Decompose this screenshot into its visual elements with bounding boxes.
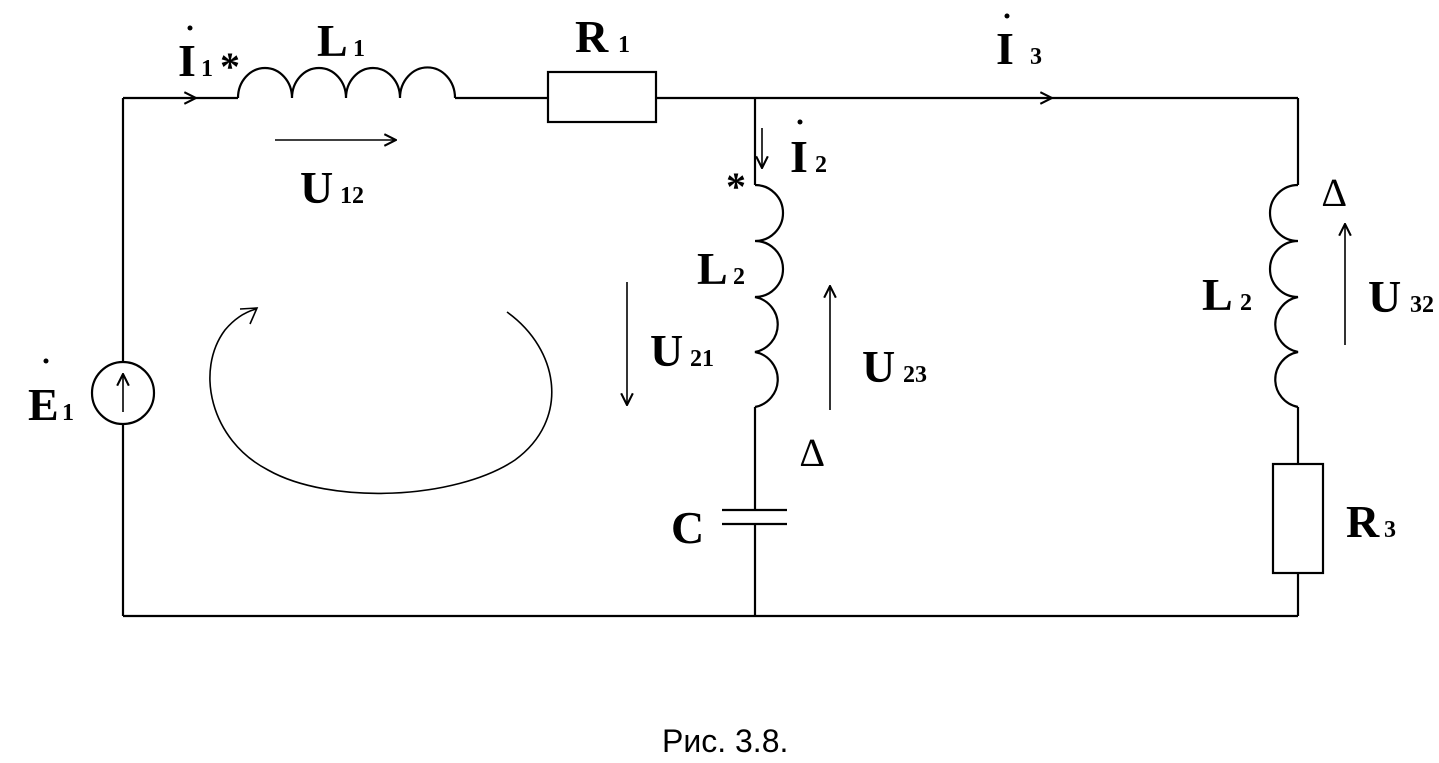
inductor-l2-middle	[754, 183, 785, 409]
label-i1-star: *	[220, 44, 240, 89]
label-u32-main: U	[1368, 271, 1401, 322]
dot-mark	[1004, 13, 1010, 19]
label-r1-main: R	[575, 11, 609, 62]
label-i2: I 2	[790, 119, 827, 182]
inductor-l2-right	[1268, 183, 1299, 409]
label-i1-main: I	[178, 35, 196, 86]
label-r3-main: R	[1346, 496, 1380, 547]
dot-mark	[187, 25, 193, 31]
label-l1: L 1	[317, 15, 365, 66]
label-e1: E 1	[28, 358, 74, 430]
label-r1-sub: 1	[618, 32, 630, 58]
label-e1-main: E	[28, 379, 59, 430]
label-i1-sub: 1	[201, 56, 213, 82]
figure-caption: Рис. 3.8.	[662, 723, 788, 759]
label-u23-main: U	[862, 341, 895, 392]
resistor-r3	[1271, 462, 1325, 575]
label-u12-sub: 12	[340, 183, 364, 209]
label-l2-middle-main: L	[697, 243, 728, 294]
label-l2-right-main: L	[1202, 269, 1233, 320]
label-i1: I 1 *	[178, 25, 240, 89]
label-star-l2: *	[726, 164, 746, 209]
label-l2-middle: L 2	[697, 243, 745, 294]
label-u32: U 32	[1368, 271, 1434, 322]
label-u32-sub: 32	[1410, 292, 1434, 318]
label-u23-sub: 23	[903, 362, 927, 388]
label-c: C	[671, 502, 704, 553]
label-triangle-middle: ∆	[800, 430, 824, 475]
resistor-r1	[546, 70, 658, 124]
inductor-l1	[236, 66, 457, 99]
label-u21: U 21	[650, 325, 714, 376]
label-i3-main: I	[996, 23, 1014, 74]
label-u12-main: U	[300, 162, 333, 213]
label-triangle-right: ∆	[1322, 170, 1346, 215]
label-l2-right: L 2	[1202, 269, 1252, 320]
label-i2-main: I	[790, 131, 808, 182]
label-u23: U 23	[862, 341, 927, 392]
wires	[121, 96, 1300, 618]
loop-arrowhead	[239, 307, 259, 325]
loop-direction-arrow	[209, 308, 553, 495]
label-l2-right-sub: 2	[1240, 290, 1252, 316]
label-l1-sub: 1	[353, 36, 365, 62]
source-e1	[90, 360, 156, 426]
dot-mark	[43, 358, 49, 364]
label-u21-main: U	[650, 325, 683, 376]
label-i3-sub: 3	[1030, 44, 1042, 70]
label-l2-middle-sub: 2	[733, 264, 745, 290]
label-r3: R 3	[1346, 496, 1396, 547]
label-u12: U 12	[300, 162, 364, 213]
label-r1: R 1	[575, 11, 630, 62]
label-i2-sub: 2	[815, 152, 827, 178]
dot-mark	[797, 119, 803, 125]
label-u21-sub: 21	[690, 346, 714, 372]
label-i3: I 3	[996, 13, 1042, 74]
label-l1-main: L	[317, 15, 348, 66]
label-r3-sub: 3	[1384, 517, 1396, 543]
label-e1-sub: 1	[62, 400, 74, 426]
